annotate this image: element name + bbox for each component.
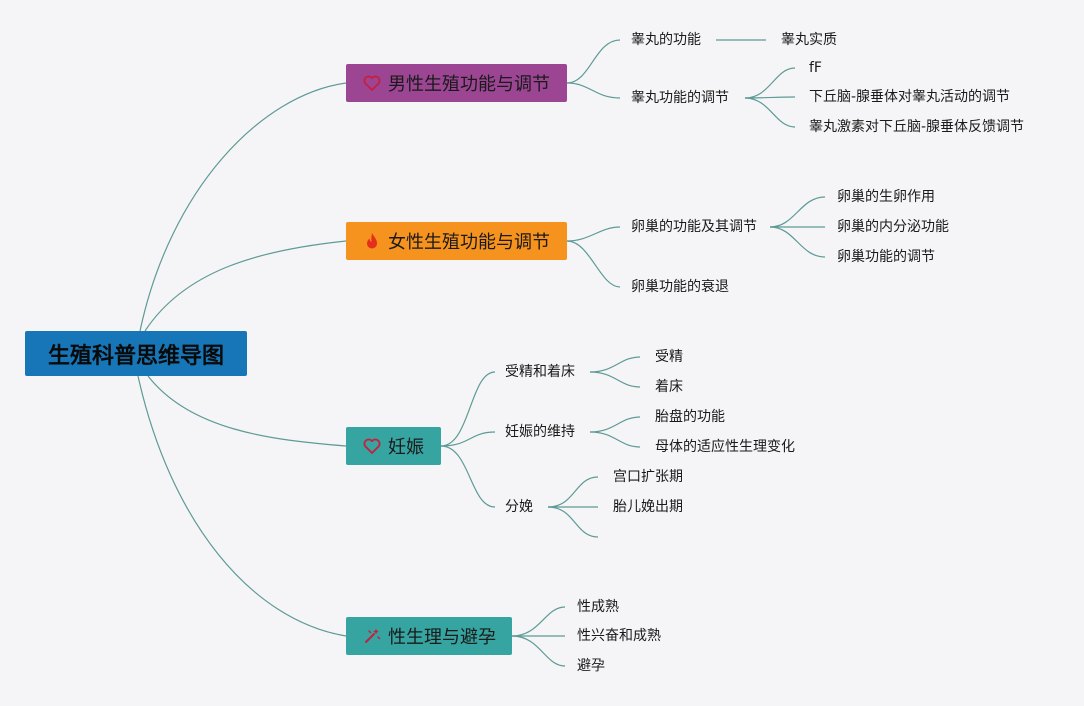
topic-testis-hormone-feedback[interactable]: 睾丸激素对下丘脑-腺垂体反馈调节 bbox=[809, 119, 1025, 135]
branch-label: 男性生殖功能与调节 bbox=[388, 74, 550, 95]
topic-hypothalamus-pituitary-regulation[interactable]: 下丘脑-腺垂体对睾丸活动的调节 bbox=[809, 89, 1011, 105]
root-topic[interactable]: 生殖科普思维导图 bbox=[25, 331, 247, 376]
root-topic-label: 生殖科普思维导图 bbox=[47, 343, 224, 369]
branch-label: 妊娠 bbox=[388, 437, 424, 458]
branch-sexual-physiology-contraception[interactable]: 性生理与避孕 bbox=[346, 617, 512, 655]
topic-testis-function[interactable]: 睾丸的功能 bbox=[631, 32, 701, 48]
heart-outline-icon bbox=[362, 436, 382, 456]
topic-pregnancy-maintenance[interactable]: 妊娠的维持 bbox=[505, 424, 575, 440]
magic-wand-icon bbox=[362, 626, 382, 646]
topic-fertilization-implantation[interactable]: 受精和着床 bbox=[505, 364, 575, 380]
topic-fetal-expulsion[interactable]: 胎儿娩出期 bbox=[613, 499, 683, 515]
topic-testis-parenchyma[interactable]: 睾丸实质 bbox=[781, 32, 837, 48]
topic-sexual-maturation[interactable]: 性成熟 bbox=[577, 599, 619, 615]
topic-ovary-function[interactable]: 卵巢的功能及其调节 bbox=[631, 219, 757, 235]
topic-ovary-decline[interactable]: 卵巢功能的衰退 bbox=[631, 279, 729, 295]
topic-sexual-arousal[interactable]: 性兴奋和成熟 bbox=[577, 628, 661, 644]
topic-implantation[interactable]: 着床 bbox=[655, 379, 683, 395]
topic-ff[interactable]: fF bbox=[809, 60, 822, 76]
heart-outline-icon bbox=[362, 73, 382, 93]
topic-cervical-dilation[interactable]: 宫口扩张期 bbox=[613, 469, 683, 485]
branch-label: 女性生殖功能与调节 bbox=[388, 232, 550, 253]
topic-fertilization[interactable]: 受精 bbox=[655, 349, 683, 365]
topic-contraception[interactable]: 避孕 bbox=[577, 658, 605, 674]
branch-pregnancy[interactable]: 妊娠 bbox=[346, 427, 441, 465]
fire-icon bbox=[362, 231, 382, 251]
topic-maternal-adaptation[interactable]: 母体的适应性生理变化 bbox=[655, 439, 795, 455]
topic-ovary-endocrine[interactable]: 卵巢的内分泌功能 bbox=[837, 219, 949, 235]
topic-placenta-function[interactable]: 胎盘的功能 bbox=[655, 409, 725, 425]
branch-male-reproduction[interactable]: 男性生殖功能与调节 bbox=[346, 64, 567, 102]
topic-ovary-oogenesis[interactable]: 卵巢的生卵作用 bbox=[837, 189, 935, 205]
branch-label: 性生理与避孕 bbox=[388, 627, 496, 648]
topic-ovary-regulation[interactable]: 卵巢功能的调节 bbox=[837, 249, 935, 265]
topic-delivery[interactable]: 分娩 bbox=[505, 499, 533, 515]
topic-testis-regulation[interactable]: 睾丸功能的调节 bbox=[631, 90, 729, 106]
branch-female-reproduction[interactable]: 女性生殖功能与调节 bbox=[346, 222, 567, 260]
